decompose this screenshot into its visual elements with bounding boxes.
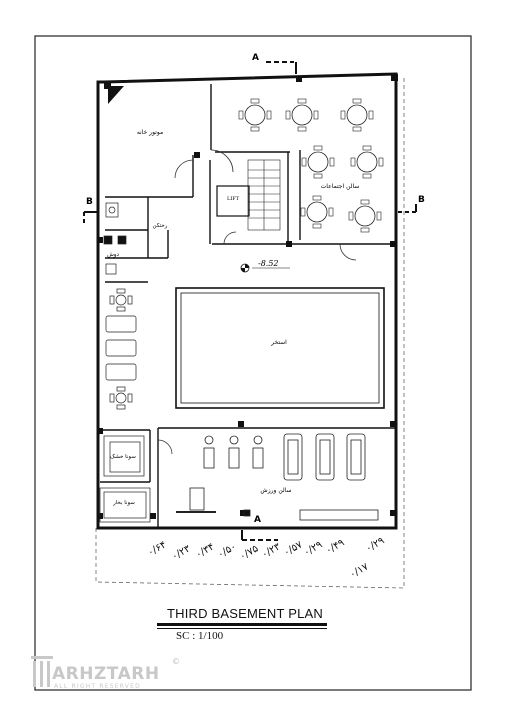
elevation-label-8: ۰/۲۹: [302, 539, 324, 558]
staircase: [247, 159, 281, 231]
meeting-chairs: [238, 98, 384, 233]
room-label-locker: رختکن: [153, 222, 168, 229]
elevation-label-9: ۰/۴۹: [324, 537, 346, 556]
level-marker: -8.52: [240, 259, 290, 273]
section-marker-b-left: B: [83, 197, 98, 226]
interior-walls: [100, 84, 396, 528]
section-label-a-bottom: A: [254, 515, 261, 525]
elevation-label-10: ۰/۲۹: [364, 535, 386, 554]
title-underline-thin: [157, 628, 327, 629]
elevation-label-3: ۰/۳۴: [194, 541, 216, 560]
room-label-dry-sauna: سونا خشک: [110, 453, 136, 460]
room-label-pool: استخر: [270, 339, 287, 346]
logo-mark-icon: [31, 656, 53, 687]
sheet-border: [34, 35, 472, 691]
site-boundary: [95, 78, 405, 589]
elevation-label-6: ۰/۲۳: [260, 541, 283, 561]
logo-name: ARHZTARH: [52, 664, 160, 684]
swimming-pool: [175, 287, 385, 409]
section-marker-a-bottom: A: [241, 515, 278, 541]
section-marker-b-right: B: [398, 195, 425, 213]
section-marker-a-top: A: [252, 53, 297, 74]
logo-tagline: ALL RIGHT RESERVED: [54, 683, 141, 690]
scale-label: SC : 1/100: [176, 630, 224, 642]
meeting-tables: [244, 104, 378, 227]
room-label-meeting-hall: سالن اجتماعات: [321, 183, 360, 190]
plan-title: THIRD BASEMENT PLAN: [167, 606, 323, 621]
exterior-walls: [96, 72, 398, 530]
title-underline-thick: [157, 623, 327, 626]
room-label-steam-sauna: سونا بخار: [112, 500, 135, 506]
elevation-labels: ۰/۶۴ ۰/۲۳ ۰/۳۴ ۰/۵۰ ۰/۷۵ ۰/۲۳ ۰/۵۷ ۰/۲۹ …: [146, 535, 386, 580]
elevation-label-1: ۰/۶۴: [146, 539, 168, 558]
level-value: -8.52: [258, 259, 279, 268]
sauna-benches: [99, 435, 151, 523]
room-label-shower: دوش: [107, 252, 119, 258]
corner-shaft: [108, 86, 124, 104]
elevation-label-11: ۰/۱۷: [348, 561, 371, 581]
bathroom-fixtures: [103, 202, 127, 275]
lift-shaft: [216, 185, 250, 217]
copyright-mark: ©: [172, 657, 180, 666]
elevation-label-5: ۰/۷۵: [238, 543, 260, 562]
section-label-b-right: B: [418, 195, 425, 205]
door-swings: [157, 149, 357, 455]
room-label-engine-room: موتور خانه: [137, 129, 163, 136]
gym-equipment: [176, 433, 379, 521]
room-label-lift: LIFT: [227, 196, 240, 202]
elevation-label-2: ۰/۲۳: [170, 543, 193, 563]
elevation-label-4: ۰/۵۰: [216, 541, 238, 560]
room-label-gym-hall: سالن ورزش: [260, 487, 291, 494]
section-label-b-left: B: [86, 197, 93, 207]
section-label-a-top: A: [252, 53, 259, 63]
poolside-furniture: [105, 288, 137, 410]
